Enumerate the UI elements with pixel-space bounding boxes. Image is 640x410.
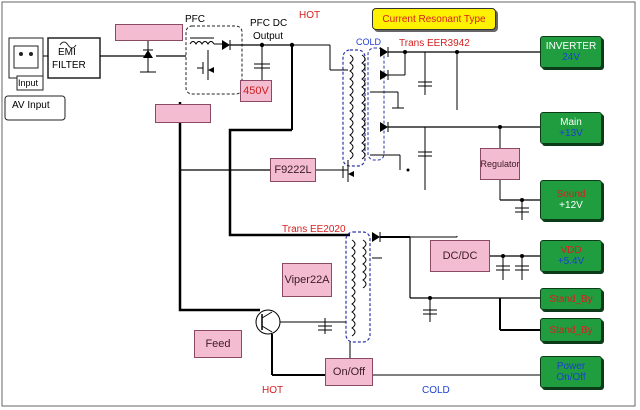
output-main: Main +13V — [540, 112, 602, 144]
output-standby-2: Stand_By — [540, 318, 602, 342]
pfc-dashed-box — [185, 25, 243, 95]
trans-standby-label: Trans EE2020 — [282, 224, 346, 235]
pfc-dc-label-line2: Output — [253, 31, 284, 42]
block-regulator: Regulator — [480, 148, 520, 180]
block-450v: 450V — [240, 80, 272, 102]
emi-label-line1: EMI — [58, 47, 76, 58]
block-feed: Feed — [194, 330, 242, 358]
emi-label-line2: FILTER — [52, 60, 86, 71]
output-vdd: VDD +5.4V — [540, 240, 602, 272]
main-transformer-outline — [342, 49, 366, 167]
output-main-value: +13V — [559, 128, 583, 139]
title-badge: Current Resonant Type — [372, 8, 496, 30]
bridge-rectifier — [140, 40, 156, 73]
av-input-label: AV Input — [12, 100, 50, 111]
output-inverter-value: 24V — [562, 52, 580, 63]
feed-transistor — [255, 309, 281, 335]
output-standby-1-title: Stand_By — [549, 293, 593, 305]
standby-transformer-outline — [345, 231, 371, 343]
unlabeled-block-left — [155, 104, 211, 123]
output-inverter: INVERTER 24V — [540, 36, 602, 68]
output-sound: Sound +12V — [540, 180, 602, 220]
output-vdd-title: VDD — [560, 245, 582, 256]
input-connector — [8, 37, 44, 79]
output-sound-title: Sound — [556, 189, 586, 200]
unlabeled-block-top — [115, 24, 183, 41]
output-main-title: Main — [560, 117, 582, 128]
output-inverter-title: INVERTER — [545, 41, 597, 52]
cold-label-top: COLD — [356, 37, 382, 47]
output-sound-value: +12V — [559, 200, 583, 211]
output-power-title: Power — [556, 361, 586, 372]
output-power-value: On/Off — [556, 372, 586, 383]
output-power-onoff: Power On/Off — [540, 356, 602, 388]
hot-label-bottom: HOT — [262, 385, 284, 396]
block-f9222l: F9222L — [270, 158, 316, 182]
pfc-dc-label-line1: PFC DC — [250, 18, 288, 29]
block-onoff: On/Off — [325, 358, 373, 386]
emi-filter-box — [47, 37, 101, 79]
output-vdd-value: +5.4V — [557, 256, 585, 267]
output-standby-1: Stand_By — [540, 288, 602, 310]
trans-main-label: Trans EER3942 — [399, 38, 470, 49]
hot-label-top: HOT — [299, 10, 321, 21]
cold-label-bottom: COLD — [422, 385, 450, 396]
block-viper22a: Viper22A — [282, 263, 332, 297]
output-standby-2-title: Stand_By — [549, 324, 593, 336]
block-dcdc: DC/DC — [430, 240, 490, 272]
input-label: Input — [18, 78, 39, 88]
input-tag — [16, 75, 44, 91]
pfc-label: PFC — [185, 14, 205, 25]
